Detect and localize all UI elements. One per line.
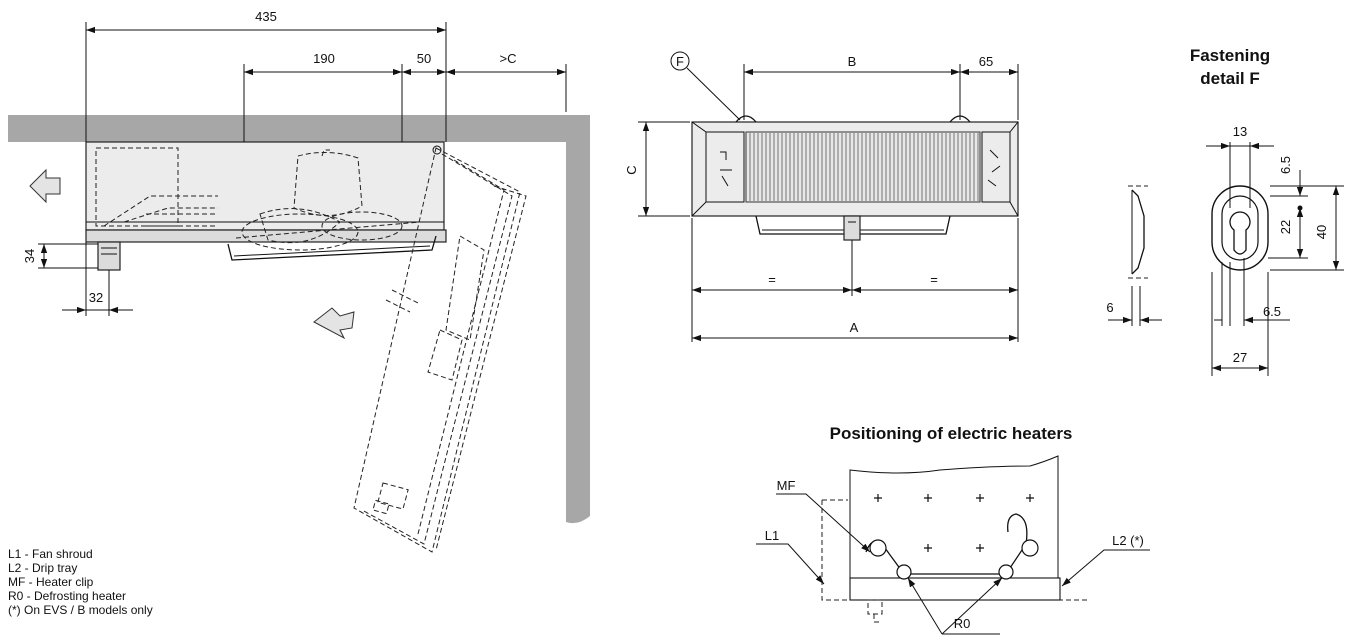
legend-item: MF - Heater clip [8,575,94,589]
airflow-arrow-in [313,307,355,340]
plus-mark [1026,494,1034,502]
legend-item: (*) On EVS / B models only [8,603,153,617]
airflow-arrow-left [29,168,61,204]
dim-22: 22 [1278,220,1293,234]
dim-b: B [848,54,857,69]
plus-mark [924,494,932,502]
dim-equal-right: = [930,272,938,287]
dim-6-5-bottom: 6.5 [1263,304,1281,319]
plus-mark [976,494,984,502]
heater-clip-left [869,539,887,557]
dim-65: 65 [979,54,993,69]
dim-equal-left: = [768,272,776,287]
dim-c-height: C [624,165,639,174]
heaters-detail: Positioning of electric heaters MF L1 L2… [756,424,1150,635]
dim-6-5-top: 6.5 [1278,156,1293,174]
coil-fins [745,131,981,203]
bracket [97,241,121,271]
dim-40: 40 [1314,225,1329,239]
clip-side-view: 6 [1106,185,1162,326]
slot-inner [1221,195,1259,261]
plus-mark [976,544,984,552]
side-view: 435 190 50 >C 34 32 [8,9,590,553]
mounting-bar [85,229,447,243]
legend: L1 - Fan shroud L2 - Drip tray MF - Heat… [8,547,153,617]
dim-13: 13 [1233,124,1247,139]
dim-c: >C [500,51,517,66]
fastening-title-1: Fastening [1190,46,1270,65]
plus-mark [924,544,932,552]
dim-27: 27 [1233,350,1247,365]
legend-item: R0 - Defrosting heater [8,589,126,603]
front-view: F B 65 C = = A [624,51,1019,342]
heater-r0-left [896,564,912,580]
plus-mark [874,494,882,502]
label-l2: L2 (*) [1112,533,1144,548]
legend-item: L2 - Drip tray [8,561,77,575]
svg-text:F: F [676,54,684,69]
heater-clip-right [1021,539,1039,557]
label-mf: MF [777,478,796,493]
dim-6: 6 [1106,300,1113,315]
keyhole [1229,211,1251,255]
dim-a: A [850,320,859,335]
label-l1: L1 [765,528,779,543]
heater-wire [865,513,1028,575]
dim-435: 435 [255,9,277,24]
heater-r0-right [998,564,1014,580]
unit-body [85,141,445,231]
fastening-title-2: detail F [1200,69,1260,88]
fastening-detail: Fastening detail F 13 6.5 22 40 [1190,46,1344,376]
dim-32: 32 [89,290,103,305]
legend-item: L1 - Fan shroud [8,547,93,561]
dim-50: 50 [417,51,431,66]
heaters-title: Positioning of electric heaters [830,424,1073,443]
label-r0: R0 [954,616,971,631]
dim-34: 34 [22,249,37,263]
coil-outline [849,455,1059,578]
dim-190: 190 [313,51,335,66]
drip-tray-outline [849,577,1061,601]
detail-f-balloon [670,51,690,71]
